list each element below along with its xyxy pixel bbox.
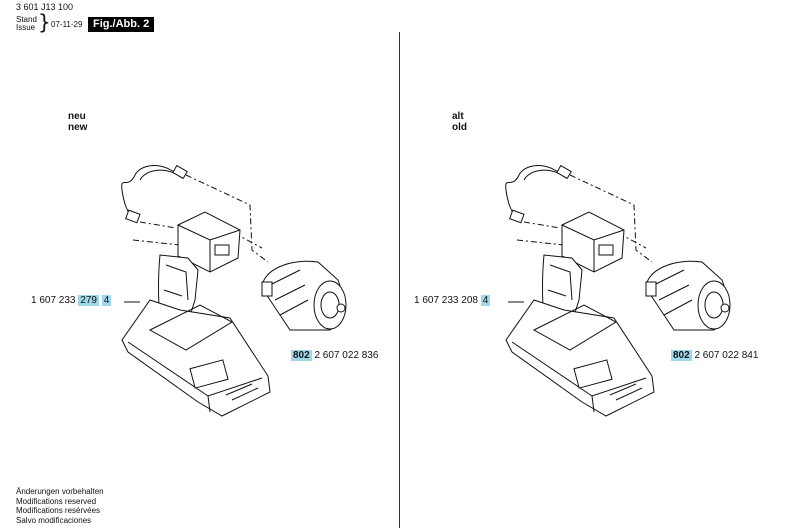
footer-line-en: Modifications reserved xyxy=(16,496,97,506)
left-part-ref: 4 xyxy=(101,295,112,306)
label-old: old xyxy=(452,122,467,133)
figure-label: Fig./Abb. 2 xyxy=(88,17,155,32)
left-part-number: 1 607 233 279 4 xyxy=(31,295,112,306)
right-panel-label: alt old xyxy=(452,111,467,133)
label-neu: neu xyxy=(68,111,86,122)
old-assembly-drawing xyxy=(505,165,731,417)
left-motor-ref: 802 xyxy=(291,350,312,361)
label-alt: alt xyxy=(452,111,464,122)
label-new: new xyxy=(68,122,88,133)
left-part-suffix: 279 xyxy=(78,295,99,306)
left-part-prefix: 1 607 233 xyxy=(31,295,76,306)
left-motor-part: 802 2 607 022 836 xyxy=(291,350,378,361)
stand-label: Stand xyxy=(16,15,37,24)
right-part-number-text: 1 607 233 208 xyxy=(414,295,478,306)
brace-glyph: } xyxy=(38,10,51,34)
right-part-number: 1 607 233 208 4 xyxy=(414,295,491,306)
right-motor-part-number: 2 607 022 841 xyxy=(694,350,759,361)
stand-issue-label: Stand Issue xyxy=(16,16,37,32)
left-motor-part-number: 2 607 022 836 xyxy=(314,350,379,361)
right-motor-ref: 802 xyxy=(671,350,692,361)
document-number: 3 601 J13 100 xyxy=(16,2,74,12)
new-assembly-drawing xyxy=(121,165,347,417)
right-motor-part: 802 2 607 022 841 xyxy=(671,350,758,361)
footer-line-fr: Modifications resérvées xyxy=(16,506,101,515)
right-part-ref: 4 xyxy=(480,295,491,306)
issue-label: Issue xyxy=(16,23,36,32)
issue-date: 07-11-29 xyxy=(51,20,83,29)
footer-line-de: Änderungen vorbehalten xyxy=(16,487,104,496)
center-divider xyxy=(399,32,400,528)
footer-line-es: Salvo modificaciones xyxy=(16,515,92,525)
footer-notice: Änderungen vorbehalten Modifications res… xyxy=(16,487,104,525)
left-panel-label: neu new xyxy=(68,111,87,133)
